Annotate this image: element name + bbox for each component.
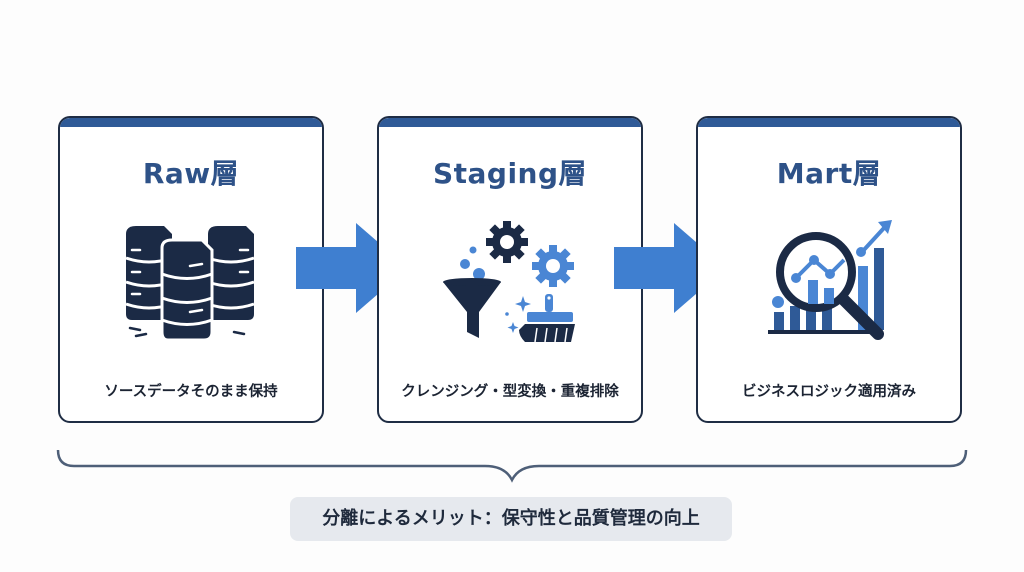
staging-layer-title: Staging層: [432, 157, 588, 190]
mart-layer-card: Mart層 ビジネスロジック適用済み: [696, 116, 962, 423]
magnifier-chart-icon: [768, 220, 892, 340]
gear-icon: [532, 245, 574, 287]
staging-layer-card: Staging層: [377, 116, 643, 423]
summary-banner: 分離によるメリット：保守性と品質管理の向上: [290, 497, 732, 541]
database-stack-icon: [125, 226, 255, 342]
gear-icon: [486, 221, 528, 263]
mart-layer-description: ビジネスロジック適用済み: [742, 384, 916, 400]
card-header-bar: [60, 118, 322, 127]
card-header-bar: [698, 118, 960, 127]
card-header-bar: [379, 118, 641, 127]
staging-layer-description: クレンジング・型変換・重複排除: [401, 384, 619, 400]
mart-layer-title: Mart層: [776, 157, 882, 190]
raw-layer-title: Raw層: [142, 157, 240, 190]
funnel-gears-brush-icon: [443, 221, 575, 343]
grouping-bracket: [56, 449, 968, 483]
raw-layer-card: Raw層 ソースデータそのまま保持: [58, 116, 324, 423]
raw-layer-description: ソースデータそのまま保持: [104, 384, 278, 400]
